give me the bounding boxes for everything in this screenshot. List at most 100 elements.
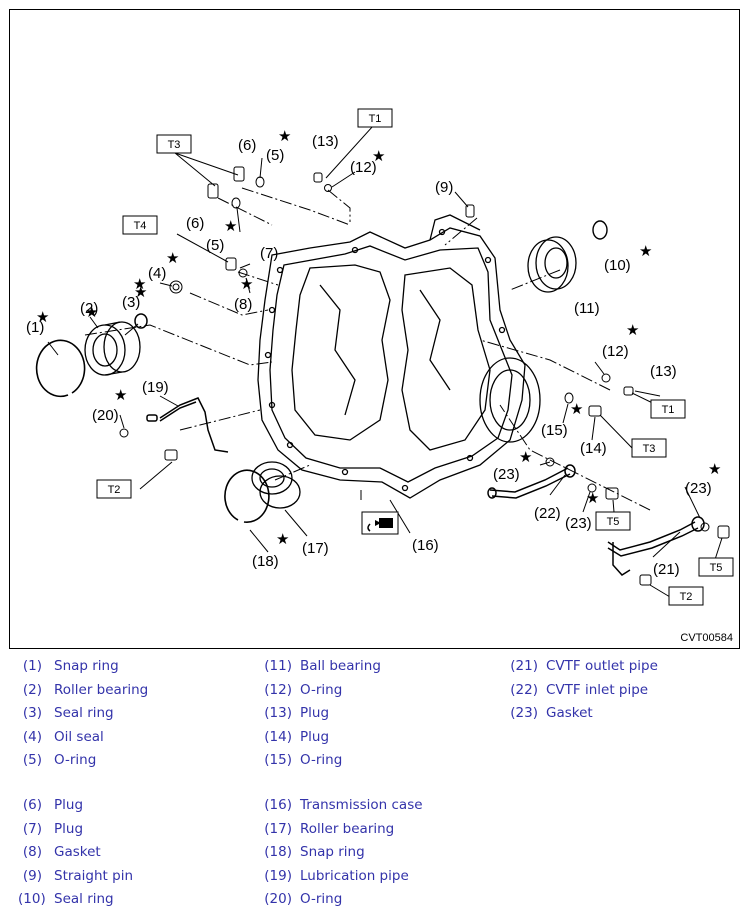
svg-text:T1: T1 (369, 113, 382, 125)
part-seal-ring-3 (134, 313, 148, 329)
callout-label: (22) (534, 505, 561, 522)
callout-label: (2) (80, 300, 98, 317)
callout-label: (23) (685, 480, 712, 497)
torque-tag: T5 (595, 511, 631, 531)
legend-item-name: Lubrication pipe (300, 868, 409, 884)
part-plug-14 (588, 405, 602, 417)
callout-label: (11) (574, 300, 600, 317)
legend-item-name: Roller bearing (300, 821, 395, 837)
legend-item: (18) Snap ring (262, 844, 364, 860)
legend-item: (13) Plug (262, 705, 329, 721)
part-o-ring-5 (231, 176, 265, 209)
legend-item-number: (1) (22, 658, 42, 674)
legend-item-number: (17) (264, 821, 292, 837)
callout-leaders (47, 125, 723, 604)
svg-text:T2: T2 (680, 591, 693, 603)
part-roller-bearing-17 (251, 461, 301, 509)
part-cvtf-outlet-pipe-21 (607, 516, 705, 576)
legend-item-number: (15) (264, 752, 292, 768)
callout-label: (6) (186, 215, 204, 232)
parts-legend: (1) Snap ring (2) Roller bearing (3)Seal rin… (0, 652, 751, 917)
legend-item: (14) Plug (262, 729, 329, 745)
transmission-case-drawing (257, 214, 541, 499)
callout-label: (5) (266, 147, 284, 164)
legend-item-name: Oil seal (54, 729, 104, 745)
legend-item: (11)Ball bearing (262, 658, 381, 674)
star-icon: ★ (36, 308, 49, 326)
legend-item-number: (12) (264, 682, 292, 698)
legend-item-name: Plug (300, 705, 330, 721)
torque-tag: T4 (122, 215, 158, 235)
legend-item-name: O-ring (54, 752, 97, 768)
part-gasket-8 (238, 268, 248, 278)
svg-text:T3: T3 (168, 139, 181, 151)
figure-code: CVT00584 (680, 632, 733, 644)
callout-label: (23) (565, 515, 592, 532)
part-bolt-t2-left (164, 449, 178, 461)
legend-item-name: Plug (300, 729, 330, 745)
callout-label: (7) (260, 245, 278, 262)
callout-label: (12) (602, 343, 629, 360)
part-lubrication-pipe-19 (146, 397, 229, 453)
legend-item-number: (20) (264, 891, 292, 907)
legend-item: (8)Gasket (18, 844, 101, 860)
star-icon: ★ (372, 147, 385, 165)
callout-label: (21) (653, 561, 680, 578)
callout-label: (1) (26, 319, 44, 336)
legend-item-number: (19) (264, 868, 292, 884)
star-icon: ★ (224, 217, 237, 235)
legend-item-number: (3) (22, 705, 42, 721)
legend-item-name: Gasket (546, 705, 593, 721)
legend-item: (3)Seal ring (18, 705, 114, 721)
legend-item: (10)Seal ring (18, 891, 114, 907)
callout-label: (10) (604, 257, 631, 274)
legend-item-number: (14) (264, 729, 292, 745)
callout-label: (13) (312, 133, 339, 150)
callout-label: (17) (302, 540, 329, 557)
star-icon: ★ (240, 275, 253, 293)
callout-label: (14) (580, 440, 607, 457)
part-cvtf-inlet-pipe-22 (487, 464, 576, 499)
star-icon: ★ (586, 489, 599, 507)
legend-item: (5)O-ring (18, 752, 96, 768)
callout-label: (8) (234, 296, 252, 313)
legend-item-name: Gasket (54, 844, 101, 860)
legend-item-name: Plug (54, 797, 84, 813)
legend-item-name: O-ring (300, 682, 343, 698)
legend-item-number: (9) (22, 868, 42, 884)
callout-label: (9) (435, 179, 453, 196)
legend-item-number: (18) (264, 844, 292, 860)
star-icon: ★ (626, 321, 639, 339)
part-snap-ring-18 (224, 469, 270, 524)
legend-item-number: (16) (264, 797, 292, 813)
legend-item-name: Snap ring (300, 844, 365, 860)
legend-item-name: Snap ring (54, 658, 119, 674)
torque-tag: T2 (668, 586, 704, 606)
legend-item-name: Plug (54, 821, 84, 837)
callout-label: (5) (206, 237, 224, 254)
svg-text:T2: T2 (108, 484, 121, 496)
part-bolt-t2-right (639, 574, 652, 586)
legend-item: (22)CVTF inlet pipe (508, 682, 648, 698)
legend-item: (7) Plug (18, 821, 83, 837)
legend-item: (19) Lubrication pipe (262, 868, 408, 884)
part-roller-bearing-2 (84, 321, 141, 376)
legend-item-number: (7) (22, 821, 42, 837)
legend-item-number: (21) (510, 658, 538, 674)
callout-label: (20) (92, 407, 119, 424)
legend-item-number: (13) (264, 705, 292, 721)
part-o-ring-15 (564, 392, 574, 404)
legend-item-number: (23) (510, 705, 538, 721)
part-bolt-t5 (605, 487, 730, 539)
part-plug-13 (313, 172, 634, 396)
legend-item-number: (6) (22, 797, 42, 813)
part-snap-ring-1 (35, 339, 86, 398)
part-plug-6 (207, 166, 245, 199)
legend-item: (17) Roller bearing (262, 821, 394, 837)
legend-item-number: (2) (22, 682, 42, 698)
legend-item: (23) Gasket (508, 705, 592, 721)
part-plug-7 (225, 257, 237, 271)
callout-label: (16) (412, 537, 439, 554)
torque-tag: T1 (650, 399, 686, 419)
